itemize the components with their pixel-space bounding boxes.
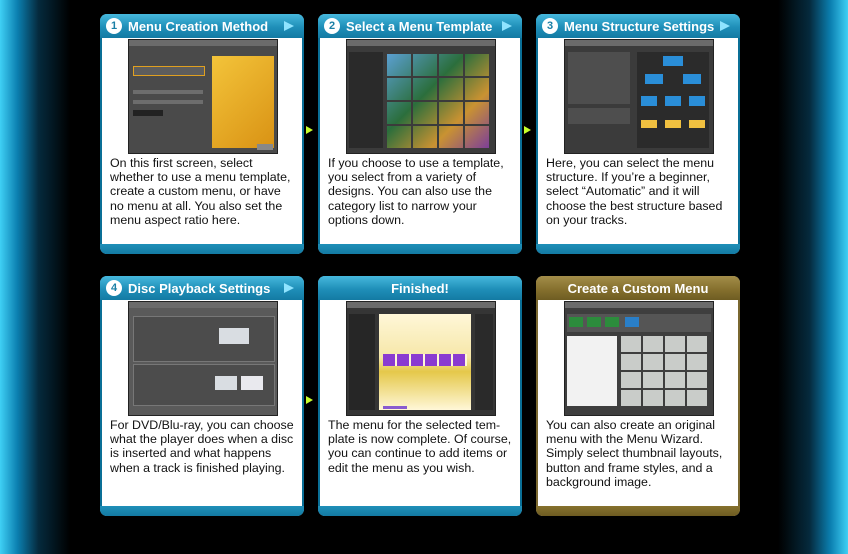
card-header: Create a Custom Menu <box>536 276 740 300</box>
step-number-badge: 1 <box>106 18 122 34</box>
screenshot-thumbnail <box>346 39 496 154</box>
right-glow-decoration <box>778 0 848 554</box>
screenshot-thumbnail <box>564 39 714 154</box>
step-card-disc-playback: 4 Disc Playback Settings For DVD/Blu-ray… <box>100 276 304 516</box>
card-description: The menu for the selected tem-plate is n… <box>328 418 512 475</box>
card-title: Disc Playback Settings <box>128 280 271 296</box>
step-number-badge: 2 <box>324 18 340 34</box>
card-description: For DVD/Blu-ray, you can choose what the… <box>110 418 294 475</box>
next-arrow-icon <box>284 21 294 31</box>
card-description: On this first screen, select whether to … <box>110 156 291 227</box>
next-arrow-icon <box>720 21 730 31</box>
screenshot-thumbnail <box>128 301 278 416</box>
card-title: Menu Structure Settings <box>564 18 715 34</box>
card-header: 1 Menu Creation Method <box>100 14 304 38</box>
step-arrow-icon <box>306 396 313 404</box>
card-header: 2 Select a Menu Template <box>318 14 522 38</box>
screenshot-thumbnail <box>564 301 714 416</box>
screenshot-thumbnail <box>346 301 496 416</box>
card-description: You can also create an original menu wit… <box>546 418 723 489</box>
card-description: If you choose to use a template, you sel… <box>328 156 504 227</box>
step-card-menu-creation: 1 Menu Creation Method On this first scr… <box>100 14 304 254</box>
left-glow-decoration <box>0 0 70 554</box>
card-title: Menu Creation Method <box>128 18 269 34</box>
card-title: Select a Menu Template <box>346 18 493 34</box>
next-arrow-icon <box>502 21 512 31</box>
step-card-menu-template: 2 Select a Menu Template If you choose t… <box>318 14 522 254</box>
card-header: 3 Menu Structure Settings <box>536 14 740 38</box>
card-title: Create a Custom Menu <box>567 280 709 296</box>
custom-menu-card: Create a Custom Menu You can also create… <box>536 276 740 516</box>
step-arrow-icon <box>306 126 313 134</box>
card-header: Finished! <box>318 276 522 300</box>
card-header: 4 Disc Playback Settings <box>100 276 304 300</box>
step-card-menu-structure: 3 Menu Structure Settings Here, you can … <box>536 14 740 254</box>
step-card-finished: Finished! The menu for the selected tem-… <box>318 276 522 516</box>
card-description: Here, you can select the menu structure.… <box>546 156 723 227</box>
next-arrow-icon <box>284 283 294 293</box>
step-number-badge: 4 <box>106 280 122 296</box>
step-arrow-icon <box>524 126 531 134</box>
screenshot-thumbnail <box>128 39 278 154</box>
card-title: Finished! <box>391 280 449 296</box>
step-number-badge: 3 <box>542 18 558 34</box>
